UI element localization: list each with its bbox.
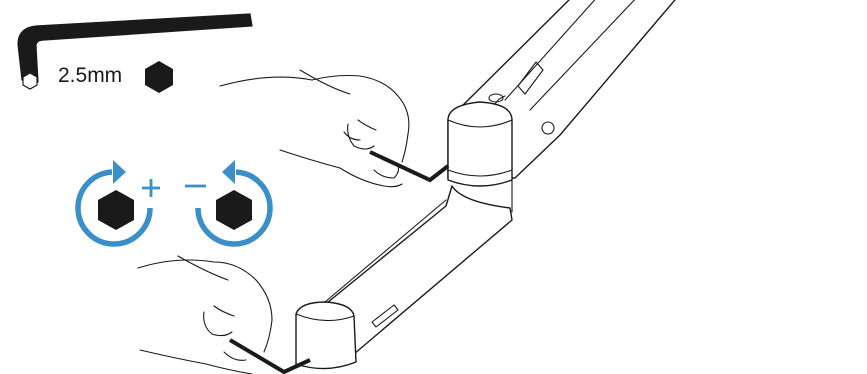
hex-nut-icon [98,190,134,230]
rotate-clockwise-icon [78,160,150,244]
hex-key-icon [18,14,252,89]
hex-nut-icon [216,190,252,230]
arm-base-joint [296,302,356,369]
arm-elbow-joint [448,94,512,186]
lower-hand [138,256,310,374]
upper-hand [220,70,448,187]
rotate-counterclockwise-icon [198,160,270,244]
hex-size-label: 2.5mm [58,64,122,87]
hex-bit-icon [145,61,173,93]
tighten-sign [142,179,160,197]
